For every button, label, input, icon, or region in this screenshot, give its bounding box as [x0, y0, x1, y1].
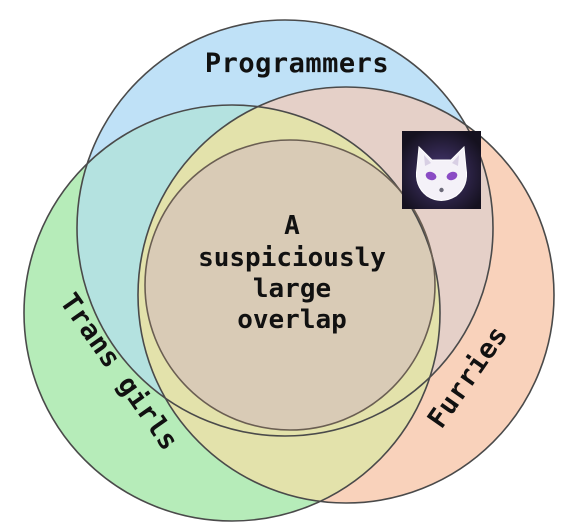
- outline-programmers: [76, 19, 494, 437]
- center-label-line-4: overlap: [237, 305, 347, 335]
- center-overlap: [145, 140, 435, 430]
- fox-mask-badge: [402, 131, 481, 209]
- center-label-line-2: suspiciously: [198, 243, 386, 273]
- outline-trans-girls: [23, 104, 441, 522]
- label-programmers: Programmers: [205, 48, 389, 79]
- center-label-line-3: large: [253, 274, 331, 304]
- center-label-line-1: A: [284, 211, 300, 241]
- white-fox-mask-icon: [416, 145, 467, 201]
- outline-center: [144, 139, 436, 431]
- outline-furries: [137, 86, 555, 504]
